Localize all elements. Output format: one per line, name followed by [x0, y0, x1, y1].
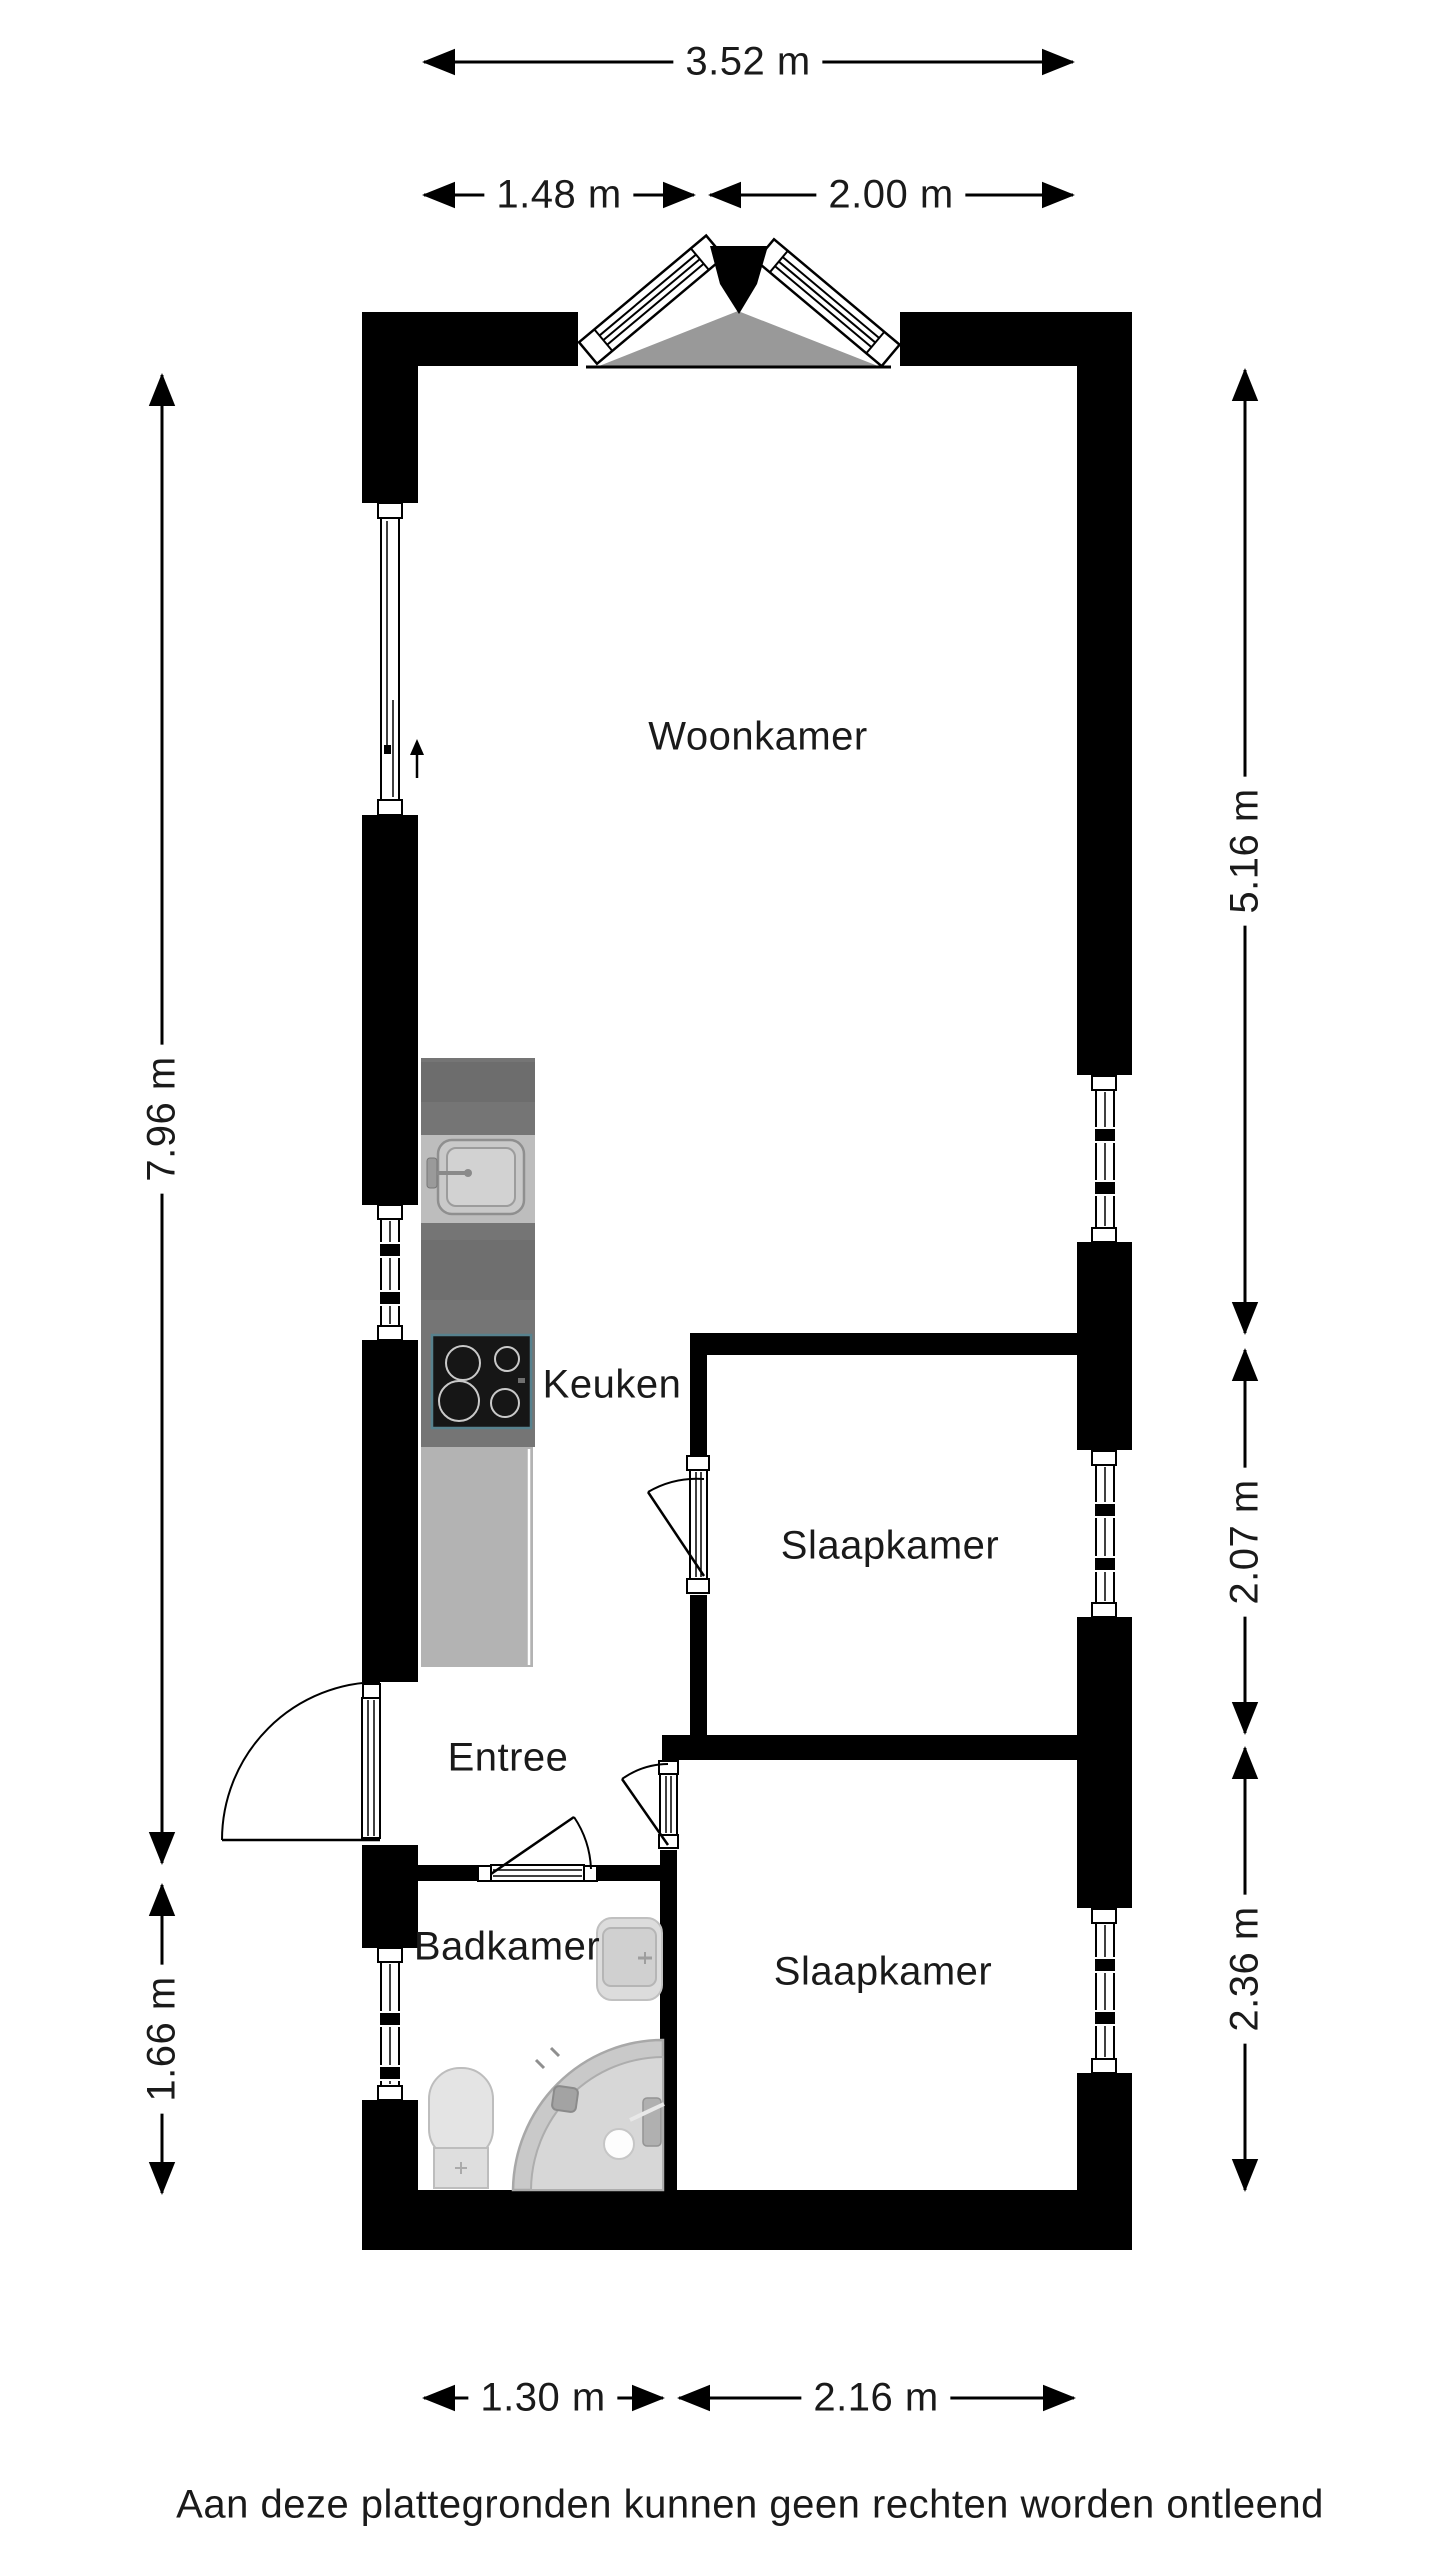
- dim-label-top-right: 2.00 m: [816, 172, 966, 218]
- stove: [430, 1333, 533, 1430]
- door-slaapkamer-1: [646, 1455, 712, 1595]
- dim-label-right-bottom: 2.36 m: [1222, 1894, 1268, 2044]
- window-keuken: [360, 1204, 420, 1341]
- wall-left-2: [362, 815, 418, 1205]
- washbasin: [596, 1917, 663, 2001]
- room-label-slaapkamer-2: Slaapkamer: [773, 1949, 993, 1994]
- wall-left-3: [362, 1340, 418, 1682]
- wall-bottom: [362, 2190, 1132, 2250]
- walls: [362, 312, 1132, 2250]
- room-label-entree: Entree: [447, 1735, 569, 1780]
- front-door: [221, 1681, 420, 1845]
- wall-left-4: [362, 1845, 418, 1948]
- dim-label-right-middle: 2.07 m: [1222, 1467, 1268, 1617]
- wall-left-1: [362, 312, 418, 503]
- wall-right-2: [1077, 1242, 1132, 1450]
- room-label-keuken: Keuken: [542, 1362, 682, 1407]
- room-label-slaapkamer-1: Slaapkamer: [780, 1523, 1000, 1568]
- toilet: [428, 2067, 494, 2189]
- wall-slaapkamer1-left-a: [690, 1333, 707, 1457]
- wall-slaapkamer1-top: [690, 1333, 1077, 1355]
- disclaimer-text: Aan deze plattegronden kunnen geen recht…: [176, 2482, 1324, 2527]
- shower-head: [603, 2128, 635, 2160]
- window-badkamer: [360, 1947, 420, 2101]
- wall-slaapkamer1-left-b: [690, 1593, 707, 1735]
- shower-drain: [551, 2085, 579, 2113]
- wall-right-3: [1077, 1617, 1132, 1908]
- door-badkamer: [477, 1815, 598, 1883]
- bay-window: [577, 233, 902, 369]
- kitchen-counter: [421, 1058, 535, 1667]
- front-door-swing-arc: [221, 1681, 381, 1841]
- window-slaapkamer-1: [1077, 1450, 1132, 1618]
- window-right-keuken: [1077, 1075, 1132, 1243]
- wall-badkamer-top-b: [597, 1865, 662, 1881]
- dim-label-top-width: 3.52 m: [673, 39, 823, 85]
- room-label-badkamer: Badkamer: [413, 1924, 601, 1969]
- kitchen-lower-cabinet: [421, 1447, 533, 1667]
- dim-label-left-bottom: 1.66 m: [139, 1964, 185, 2114]
- wall-slaapkamer-divider: [662, 1735, 1077, 1760]
- wall-right-1: [1077, 312, 1132, 1075]
- dim-label-bottom-left: 1.30 m: [468, 2375, 618, 2421]
- window-sliding-woonkamer: [360, 502, 420, 816]
- dim-label-left-main: 7.96 m: [139, 1044, 185, 1194]
- bay-apex-post: [710, 246, 768, 314]
- door-slaapkamer-2: [620, 1760, 680, 1850]
- bay-floor-shade: [594, 311, 883, 368]
- corner-shower: [511, 2038, 665, 2192]
- room-label-woonkamer: Woonkamer: [648, 714, 868, 759]
- sliding-direction-arrow-icon: [410, 739, 424, 778]
- bay-window-left-wing: [577, 233, 726, 366]
- sink: [426, 1138, 526, 1216]
- dim-label-right-top: 5.16 m: [1222, 776, 1268, 926]
- window-slaapkamer-2: [1077, 1908, 1132, 2074]
- dim-label-bottom-right: 2.16 m: [801, 2375, 951, 2421]
- dim-label-top-left: 1.48 m: [484, 172, 634, 218]
- wall-badkamer-top-a: [400, 1865, 477, 1881]
